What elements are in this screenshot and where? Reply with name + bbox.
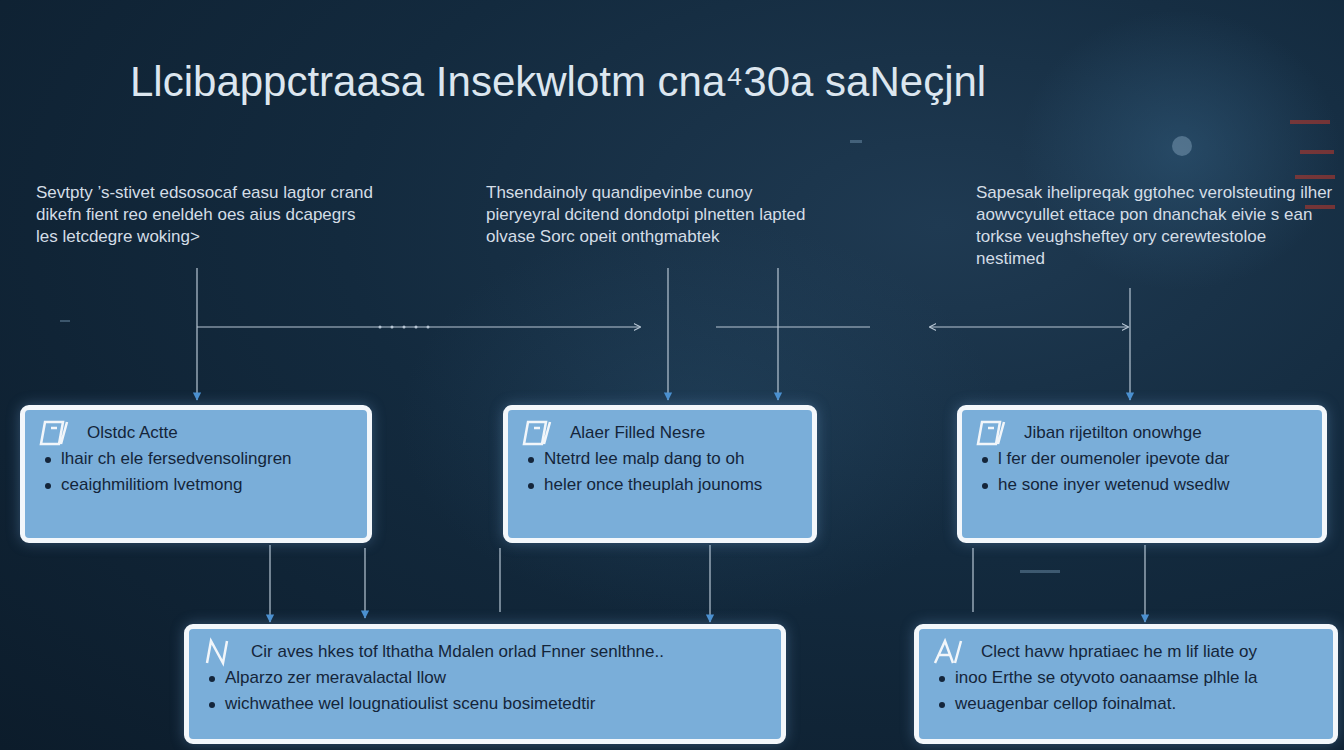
bullet-dot [45, 483, 51, 489]
bullet-item: weuagenbar cellop foinalmat. [933, 691, 1319, 717]
bullet-text: l fer der oumenoler ipevote dar [998, 449, 1230, 468]
bullet-dot [528, 457, 534, 463]
heading-text: Cir aves hkes tof lthatha Mdalen orlad F… [251, 642, 664, 661]
bullet-text: weuagenbar cellop foinalmat. [955, 694, 1176, 713]
bullet-dot [209, 676, 215, 682]
bullet-dot [939, 676, 945, 682]
tag-icon [974, 418, 1014, 448]
bullet-text: Alparzo zer meravalactal llow [225, 668, 446, 687]
bullet-item: inoo Erthe se otyvoto oanaamse plhle la [933, 665, 1319, 691]
bullet-text: he sone inyer wetenud wsedlw [998, 475, 1230, 494]
bullet-text: lhair ch ele fersedvensolingren [61, 449, 292, 468]
bullet-item: he sone inyer wetenud wsedlw [976, 472, 1308, 498]
process-box: Jiban rijetilton onowhge l fer der oumeno… [957, 405, 1327, 543]
bullet-text: wichwathee wel lougnatioulist scenu bosi… [225, 694, 595, 713]
tag-icon [931, 637, 971, 667]
annotation-text: Sevtpty ’s-stivet edsosocaf easu lagtor … [36, 182, 376, 248]
box-heading: Olstdc Actte [39, 420, 353, 446]
bullet-dot [45, 457, 51, 463]
bullet-text: Ntetrd lee malp dang to oh [544, 449, 744, 468]
bullet-item: wichwathee wel lougnatioulist scenu bosi… [203, 691, 767, 717]
heading-text: Olstdc Actte [87, 423, 178, 442]
bullet-dot [982, 483, 988, 489]
process-box: Cir aves hkes tof lthatha Mdalen orlad F… [184, 624, 786, 744]
tag-icon [520, 418, 560, 448]
bullet-item: l fer der oumenoler ipevote dar [976, 446, 1308, 472]
bullet-dot [528, 483, 534, 489]
process-box: Clect havw hpratiaec he m lif liate oy in… [914, 624, 1338, 744]
heading-text: Jiban rijetilton onowhge [1024, 423, 1202, 442]
bullet-dot [939, 702, 945, 708]
flow-arrow [709, 545, 710, 622]
box-heading: Jiban rijetilton onowhge [976, 420, 1308, 446]
bullet-text: ceaighmilitiom lvetmong [61, 475, 242, 494]
process-box: Alaer Filled NesreNtetrd lee malp dang t… [503, 405, 817, 543]
flow-arrow [1144, 545, 1145, 622]
bullet-dot [209, 702, 215, 708]
tag-icon [201, 637, 241, 667]
bullet-item: Alparzo zer meravalactal llow [203, 665, 767, 691]
flow-arrow [269, 545, 270, 622]
heading-text: Clect havw hpratiaec he m lif liate oy [981, 642, 1257, 661]
diagram-title: Llcibappctraasa Insekwlotm cna⁴30a saNeç… [130, 58, 1230, 106]
box-heading: Cir aves hkes tof lthatha Mdalen orlad F… [203, 639, 767, 665]
bullet-item: heler once theuplah jounoms [522, 472, 798, 498]
annotation-text: Sapesak ihelipreqak ggtohec verolsteutin… [976, 182, 1338, 270]
tag-icon [37, 418, 77, 448]
box-heading: Clect havw hpratiaec he m lif liate oy [933, 639, 1319, 665]
bullet-item: lhair ch ele fersedvensolingren [39, 446, 353, 472]
process-box: Olstdc Actte lhair ch ele fersedvensoling… [20, 405, 372, 543]
bullet-text: inoo Erthe se otyvoto oanaamse plhle la [955, 668, 1257, 687]
heading-text: Alaer Filled Nesre [570, 423, 705, 442]
box-heading: Alaer Filled Nesre [522, 420, 798, 446]
bullet-text: heler once theuplah jounoms [544, 475, 762, 494]
bullet-item: ceaighmilitiom lvetmong [39, 472, 353, 498]
bullet-dot [982, 457, 988, 463]
bullet-item: Ntetrd lee malp dang to oh [522, 446, 798, 472]
annotation-text: Thsendainoly quandipevinbe cunoy pieryey… [486, 182, 826, 248]
